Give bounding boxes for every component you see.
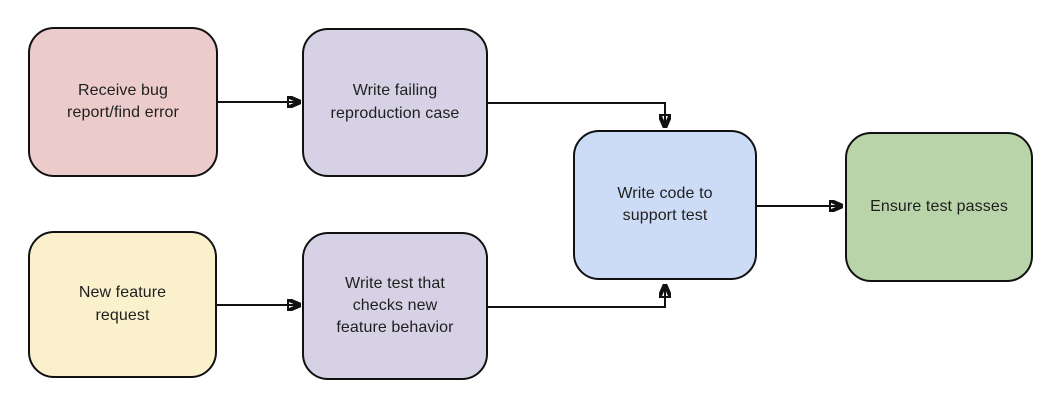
node-write-failing-repro: Write failing reproduction case [302, 28, 488, 177]
node-receive-bug: Receive bug report/find error [28, 27, 218, 177]
node-write-code-support-label: Write code to support test [617, 184, 713, 224]
node-write-failing-repro-label: Write failing reproduction case [330, 82, 460, 122]
node-receive-bug-label: Receive bug report/find error [67, 81, 179, 121]
arrow-write-test-to-write-code [488, 286, 665, 308]
arrow-write-repro-to-write-code [488, 102, 665, 126]
node-ensure-test-passes: Ensure test passes [845, 132, 1033, 282]
node-ensure-test-passes-label: Ensure test passes [870, 197, 1008, 215]
node-new-feature-request-label: New feature request [78, 284, 167, 324]
node-new-feature-request: New feature request [28, 231, 217, 378]
node-write-test-checks: Write test that checks new feature behav… [302, 232, 488, 380]
node-write-code-support: Write code to support test [573, 130, 757, 280]
node-write-test-checks-label: Write test that checks new feature behav… [336, 274, 454, 337]
